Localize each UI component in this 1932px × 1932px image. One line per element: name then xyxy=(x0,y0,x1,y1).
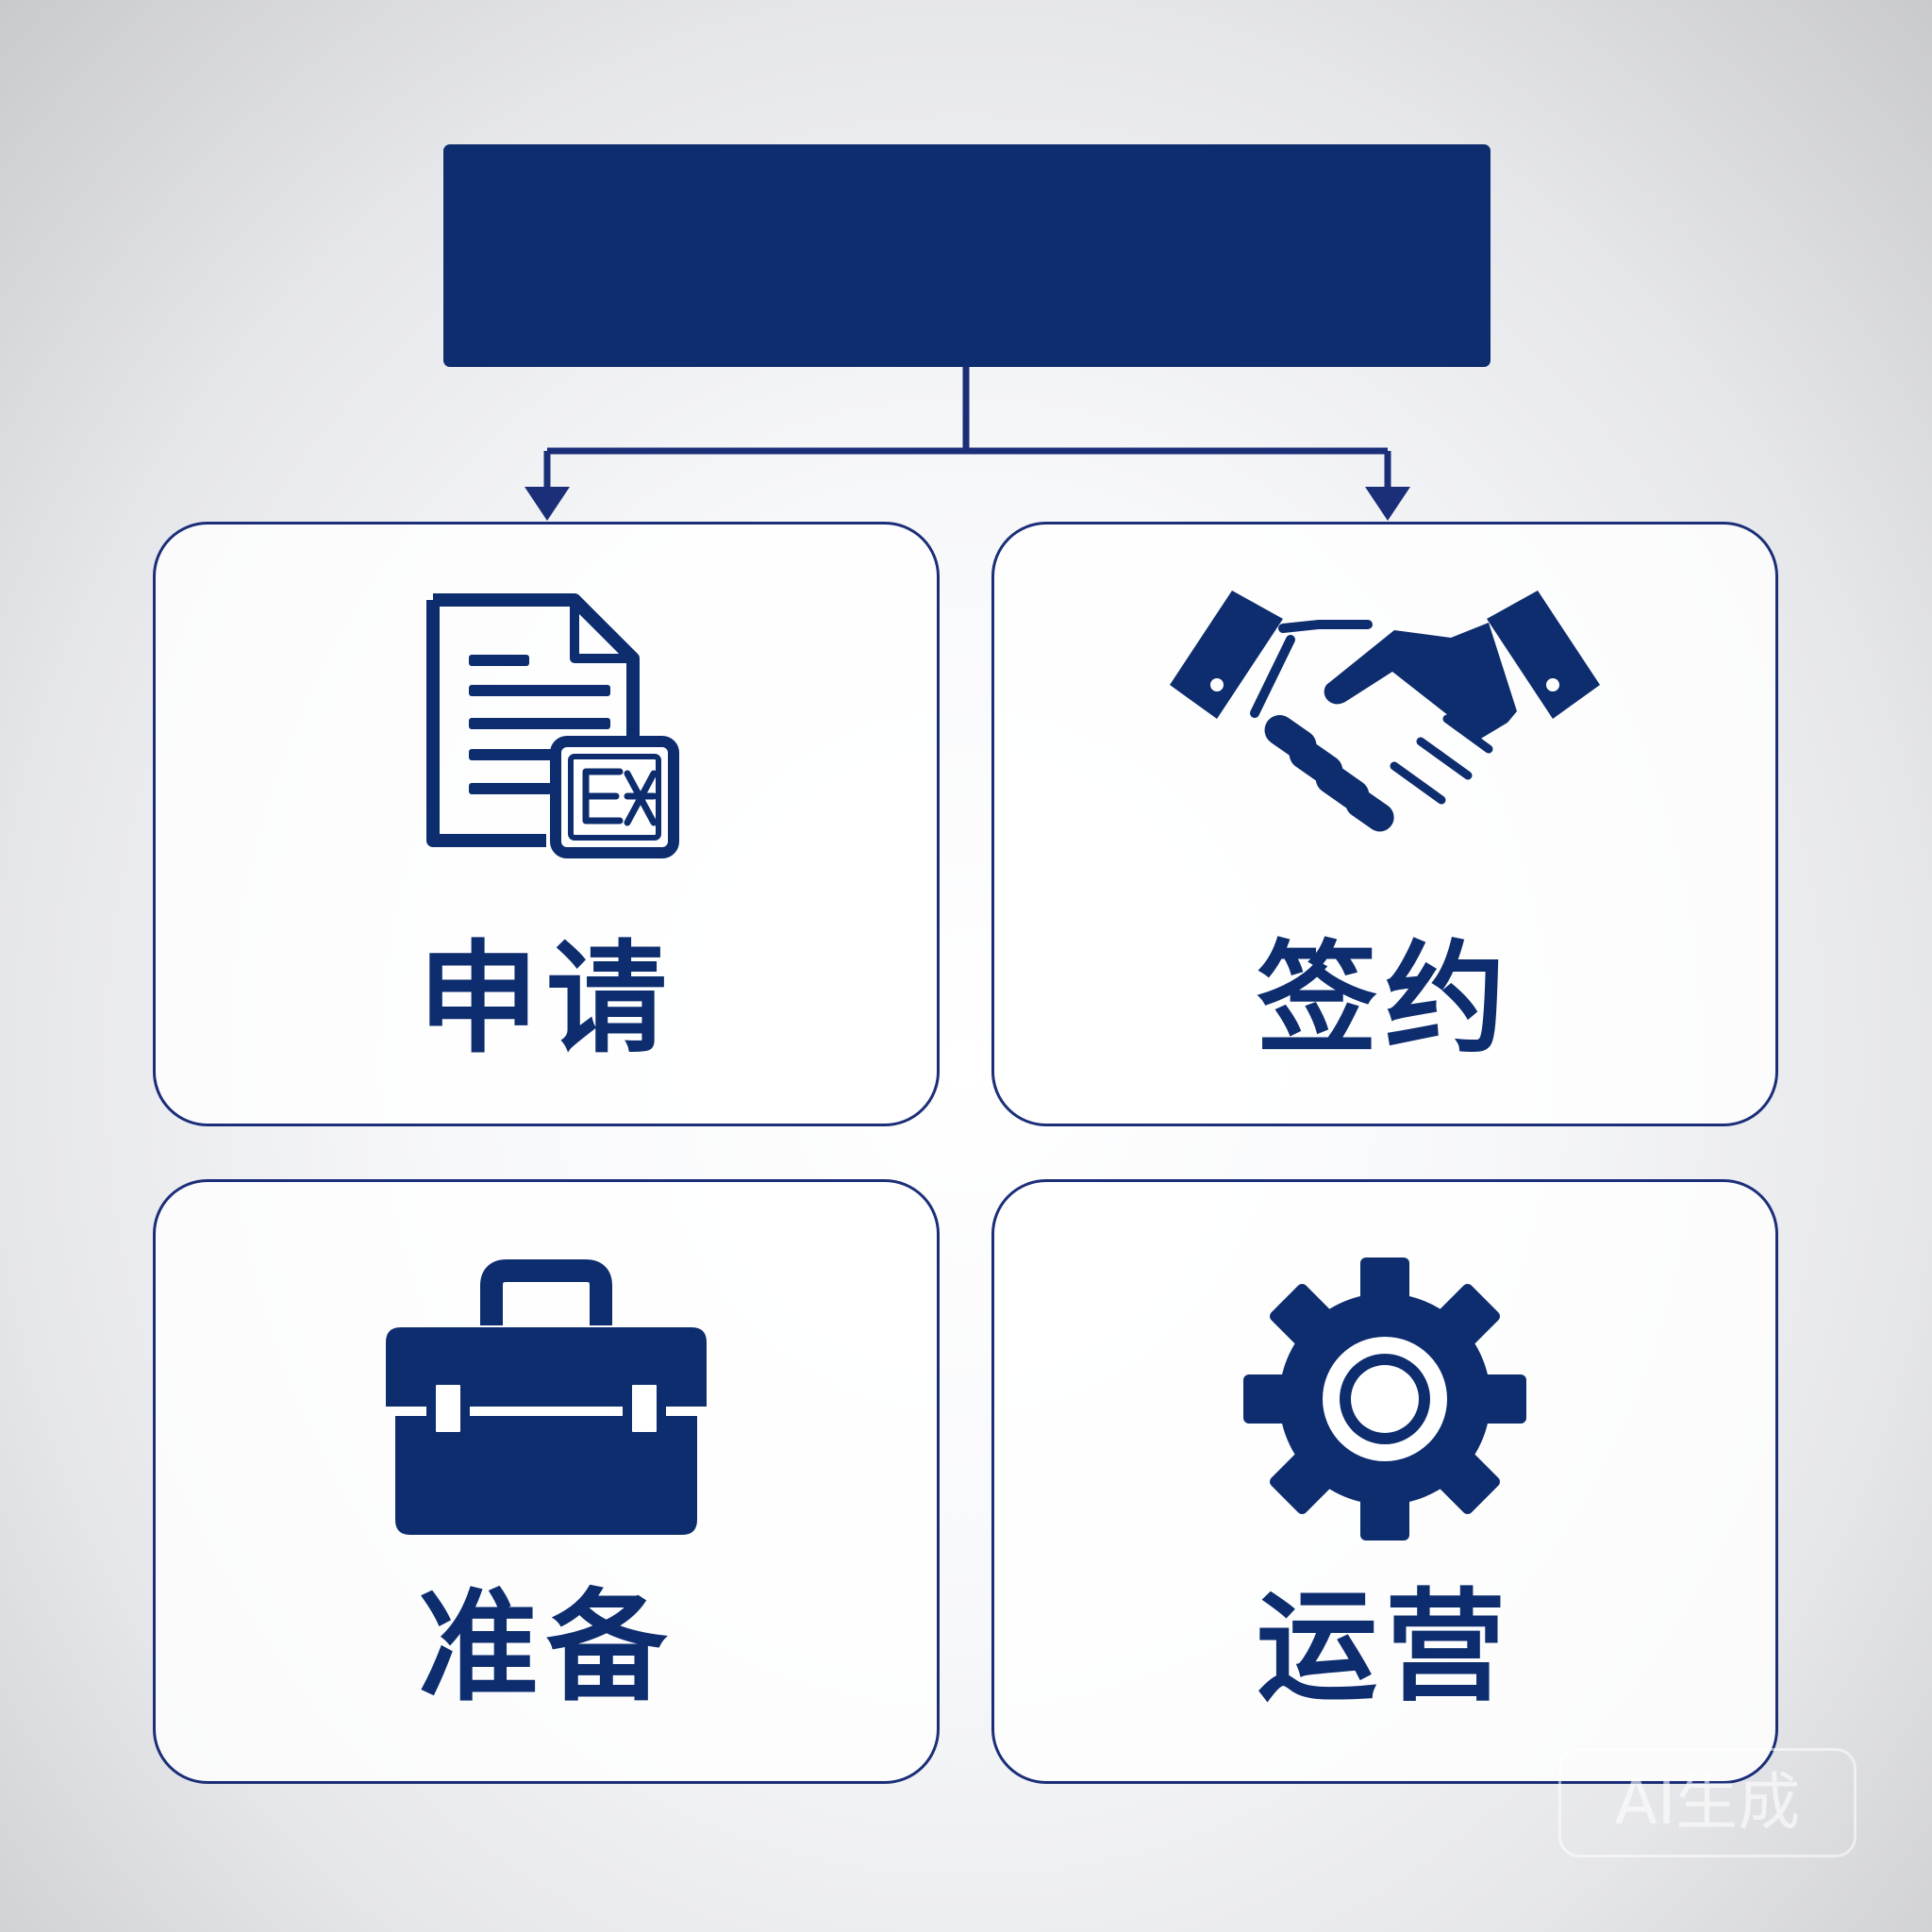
toolbox-icon xyxy=(156,1257,937,1569)
step-label: 签约 xyxy=(1256,929,1513,1070)
step-label: 准备 xyxy=(417,1577,675,1718)
title-bar xyxy=(443,144,1491,367)
arrow-head-left xyxy=(525,487,570,521)
step-label: 运营 xyxy=(1256,1577,1513,1718)
gear-icon xyxy=(994,1257,1775,1569)
step-card-sign: 签约 xyxy=(991,522,1778,1126)
ai-generated-watermark: AI生成 xyxy=(1558,1748,1857,1857)
step-card-operate: 运营 xyxy=(991,1179,1778,1784)
document-with-stamp-icon xyxy=(156,581,937,892)
step-card-prepare: 准备 xyxy=(153,1179,940,1784)
step-label: 申请 xyxy=(417,929,675,1070)
handshake-icon xyxy=(994,581,1775,892)
arrow-head-right xyxy=(1365,487,1410,521)
step-card-apply: 申请 xyxy=(153,522,940,1126)
